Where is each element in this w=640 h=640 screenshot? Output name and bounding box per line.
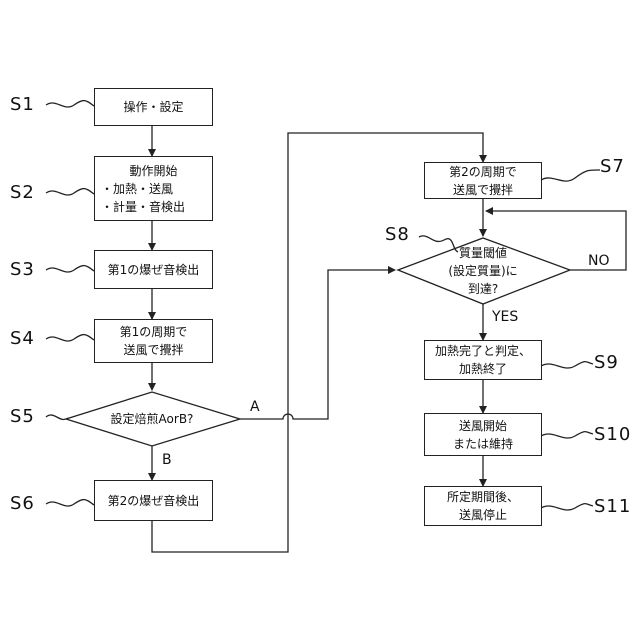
step-s11-box: 所定期間後、 送風停止 bbox=[424, 486, 542, 526]
step-s8-text-3: 到達? bbox=[468, 280, 498, 298]
step-s8-text-1: 質量閾値 bbox=[459, 244, 507, 262]
step-s9-text-1: 加熱完了と判定、 bbox=[435, 342, 531, 360]
step-s1-box: 操作・設定 bbox=[94, 88, 213, 126]
label-s7: S7 bbox=[600, 156, 625, 177]
step-s4-text-2: 送風で攪拌 bbox=[123, 341, 183, 359]
step-s3-box: 第1の爆ぜ音検出 bbox=[94, 250, 213, 289]
leader-s4 bbox=[46, 335, 94, 341]
leader-s5 bbox=[46, 415, 68, 420]
label-s3: S3 bbox=[10, 259, 35, 280]
step-s8-decision: 質量閾値 (設定質量)に 到達? bbox=[420, 244, 546, 298]
label-s6: S6 bbox=[10, 493, 35, 514]
step-s6-box: 第2の爆ぜ音検出 bbox=[94, 480, 213, 521]
label-s5: S5 bbox=[10, 406, 35, 427]
leader-s3 bbox=[46, 266, 94, 272]
step-s10-text-1: 送風開始 bbox=[459, 417, 507, 435]
leader-s1 bbox=[46, 101, 94, 107]
step-s2-text-3: ・計量・音検出 bbox=[95, 198, 185, 216]
step-s7-text-2: 送風で攪拌 bbox=[453, 181, 513, 199]
step-s10-box: 送風開始 または維持 bbox=[424, 413, 542, 456]
leader-s10 bbox=[541, 432, 593, 438]
label-s2: S2 bbox=[10, 182, 35, 203]
step-s2-text-1: 動作開始 bbox=[129, 162, 177, 180]
step-s2-box: 動作開始 ・加熱・送風 ・計量・音検出 bbox=[94, 156, 213, 221]
label-s11: S11 bbox=[594, 496, 631, 517]
label-s8: S8 bbox=[385, 224, 410, 245]
connector-s5-a-s8 bbox=[240, 270, 395, 419]
step-s7-text-1: 第2の周期で bbox=[449, 163, 517, 181]
leader-s6 bbox=[46, 500, 94, 506]
label-s4: S4 bbox=[10, 328, 35, 349]
leader-s2 bbox=[46, 189, 94, 195]
step-s5-decision: 設定焙煎AorB? bbox=[80, 405, 224, 433]
step-s11-text-1: 所定期間後、 bbox=[447, 488, 519, 506]
step-s4-box: 第1の周期で 送風で攪拌 bbox=[94, 319, 213, 363]
label-s9: S9 bbox=[594, 352, 619, 373]
leader-s9 bbox=[541, 362, 593, 368]
step-s9-box: 加熱完了と判定、 加熱終了 bbox=[424, 340, 542, 380]
step-s10-text-2: または維持 bbox=[453, 435, 513, 453]
label-s10: S10 bbox=[594, 424, 631, 445]
branch-label-a: A bbox=[250, 399, 260, 415]
leader-s7 bbox=[541, 170, 600, 181]
step-s2-text-2: ・加熱・送風 bbox=[95, 180, 173, 198]
step-s1-text: 操作・設定 bbox=[123, 98, 183, 116]
label-s1: S1 bbox=[10, 94, 35, 115]
step-s8-text-2: (設定質量)に bbox=[448, 262, 517, 280]
step-s3-text: 第1の爆ぜ音検出 bbox=[108, 261, 200, 279]
step-s4-text-1: 第1の周期で bbox=[120, 323, 188, 341]
leader-s11 bbox=[541, 504, 593, 510]
step-s5-text: 設定焙煎AorB? bbox=[111, 410, 194, 428]
branch-label-no: NO bbox=[588, 253, 610, 269]
branch-label-b: B bbox=[162, 452, 172, 468]
step-s7-box: 第2の周期で 送風で攪拌 bbox=[424, 162, 542, 199]
step-s11-text-2: 送風停止 bbox=[459, 506, 507, 524]
branch-label-yes: YES bbox=[492, 309, 518, 325]
step-s9-text-2: 加熱終了 bbox=[459, 360, 507, 378]
step-s6-text: 第2の爆ぜ音検出 bbox=[108, 492, 200, 510]
